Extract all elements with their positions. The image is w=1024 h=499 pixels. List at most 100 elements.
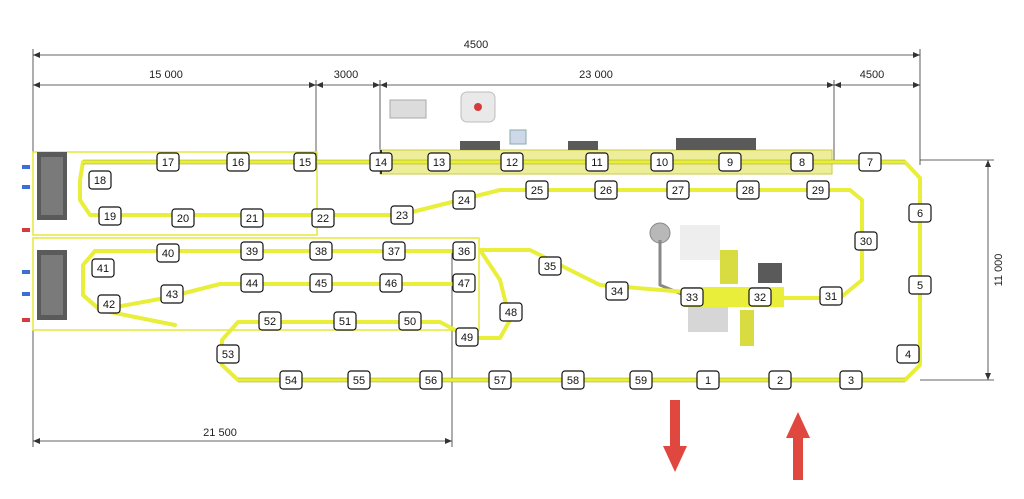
- station-badge: [156, 152, 180, 172]
- station-badge: [629, 370, 653, 390]
- station-number: 18: [94, 175, 106, 187]
- station-8: 8: [790, 152, 814, 172]
- station-45: 45: [309, 273, 333, 293]
- station-badge: [379, 273, 403, 293]
- station-35: 35: [538, 256, 562, 276]
- station-number: 46: [385, 278, 397, 290]
- station-56: 56: [419, 370, 443, 390]
- station-number: 3: [848, 375, 854, 387]
- station-badge: [390, 205, 414, 225]
- tank-icon: [460, 91, 496, 123]
- station-badge: [97, 294, 121, 314]
- station-20: 20: [171, 208, 195, 228]
- station-number: 23: [396, 210, 408, 222]
- station-number: 56: [425, 375, 437, 387]
- station-number: 27: [672, 185, 684, 197]
- station-number: 24: [458, 195, 470, 207]
- station-47: 47: [452, 273, 476, 293]
- station-badge: [311, 208, 335, 228]
- station-number: 53: [222, 349, 234, 361]
- station-15: 15: [293, 152, 317, 172]
- station-badge: [748, 287, 772, 307]
- station-badge: [768, 370, 792, 390]
- station-18: 18: [88, 170, 112, 190]
- station-number: 28: [742, 185, 754, 197]
- station-badge: [98, 206, 122, 226]
- station-22: 22: [311, 208, 335, 228]
- station-21: 21: [240, 208, 264, 228]
- station-19: 19: [98, 206, 122, 226]
- station-number: 58: [567, 375, 579, 387]
- station-number: 30: [860, 236, 872, 248]
- station-number: 6: [917, 208, 923, 220]
- station-11: 11: [585, 152, 609, 172]
- station-number: 55: [353, 375, 365, 387]
- station-number: 45: [315, 278, 327, 290]
- station-32: 32: [748, 287, 772, 307]
- station-badge: [854, 231, 878, 251]
- station-49: 49: [455, 327, 479, 347]
- station-36: 36: [452, 241, 476, 261]
- station-number: 20: [177, 213, 189, 225]
- station-5: 5: [908, 275, 932, 295]
- station-badge: [347, 370, 371, 390]
- station-4: 4: [896, 344, 920, 364]
- station-number: 22: [317, 213, 329, 225]
- station-number: 35: [544, 261, 556, 273]
- station-badge: [309, 273, 333, 293]
- station-number: 21: [246, 213, 258, 225]
- station-38: 38: [309, 241, 333, 261]
- station-6: 6: [908, 203, 932, 223]
- station-badge: [538, 256, 562, 276]
- station-43: 43: [160, 284, 184, 304]
- station-badge: [605, 281, 629, 301]
- station-46: 46: [379, 273, 403, 293]
- dimension-top-total: 4500: [464, 39, 488, 51]
- station-44: 44: [240, 273, 264, 293]
- station-number: 15: [299, 157, 311, 169]
- station-number: 59: [635, 375, 647, 387]
- station-50: 50: [398, 311, 422, 331]
- left-frames: [32, 151, 480, 331]
- station-number: 5: [917, 280, 923, 292]
- station-number: 10: [656, 157, 668, 169]
- station-30: 30: [854, 231, 878, 251]
- station-28: 28: [736, 180, 760, 200]
- station-number: 49: [461, 332, 473, 344]
- station-badge: [88, 170, 112, 190]
- station-badge: [279, 370, 303, 390]
- station-59: 59: [629, 370, 653, 390]
- station-number: 4: [905, 349, 911, 361]
- station-3: 3: [839, 370, 863, 390]
- station-number: 14: [375, 157, 387, 169]
- station-2: 2: [768, 370, 792, 390]
- dimension-bottom: 21 500: [203, 427, 237, 439]
- station-9: 9: [718, 152, 742, 172]
- station-badge: [736, 180, 760, 200]
- station-51: 51: [333, 311, 357, 331]
- station-25: 25: [525, 180, 549, 200]
- station-badge: [369, 152, 393, 172]
- station-24: 24: [452, 190, 476, 210]
- station-41: 41: [91, 258, 115, 278]
- dimension-seg-d: 4500: [860, 69, 884, 81]
- station-53: 53: [216, 344, 240, 364]
- cabinet-icon: [22, 152, 67, 322]
- station-26: 26: [594, 180, 618, 200]
- station-badge: [839, 370, 863, 390]
- dimension-right-height: 11 000: [993, 254, 1005, 287]
- station-29: 29: [806, 180, 830, 200]
- station-number: 9: [727, 157, 733, 169]
- station-number: 47: [458, 278, 470, 290]
- station-badge: [160, 284, 184, 304]
- station-badge: [240, 208, 264, 228]
- station-55: 55: [347, 370, 371, 390]
- station-number: 16: [232, 157, 244, 169]
- station-badge: [666, 180, 690, 200]
- station-badge: [91, 258, 115, 278]
- station-33: 33: [680, 287, 704, 307]
- station-number: 38: [315, 246, 327, 258]
- motor-icon: [389, 99, 527, 145]
- station-number: 17: [162, 157, 174, 169]
